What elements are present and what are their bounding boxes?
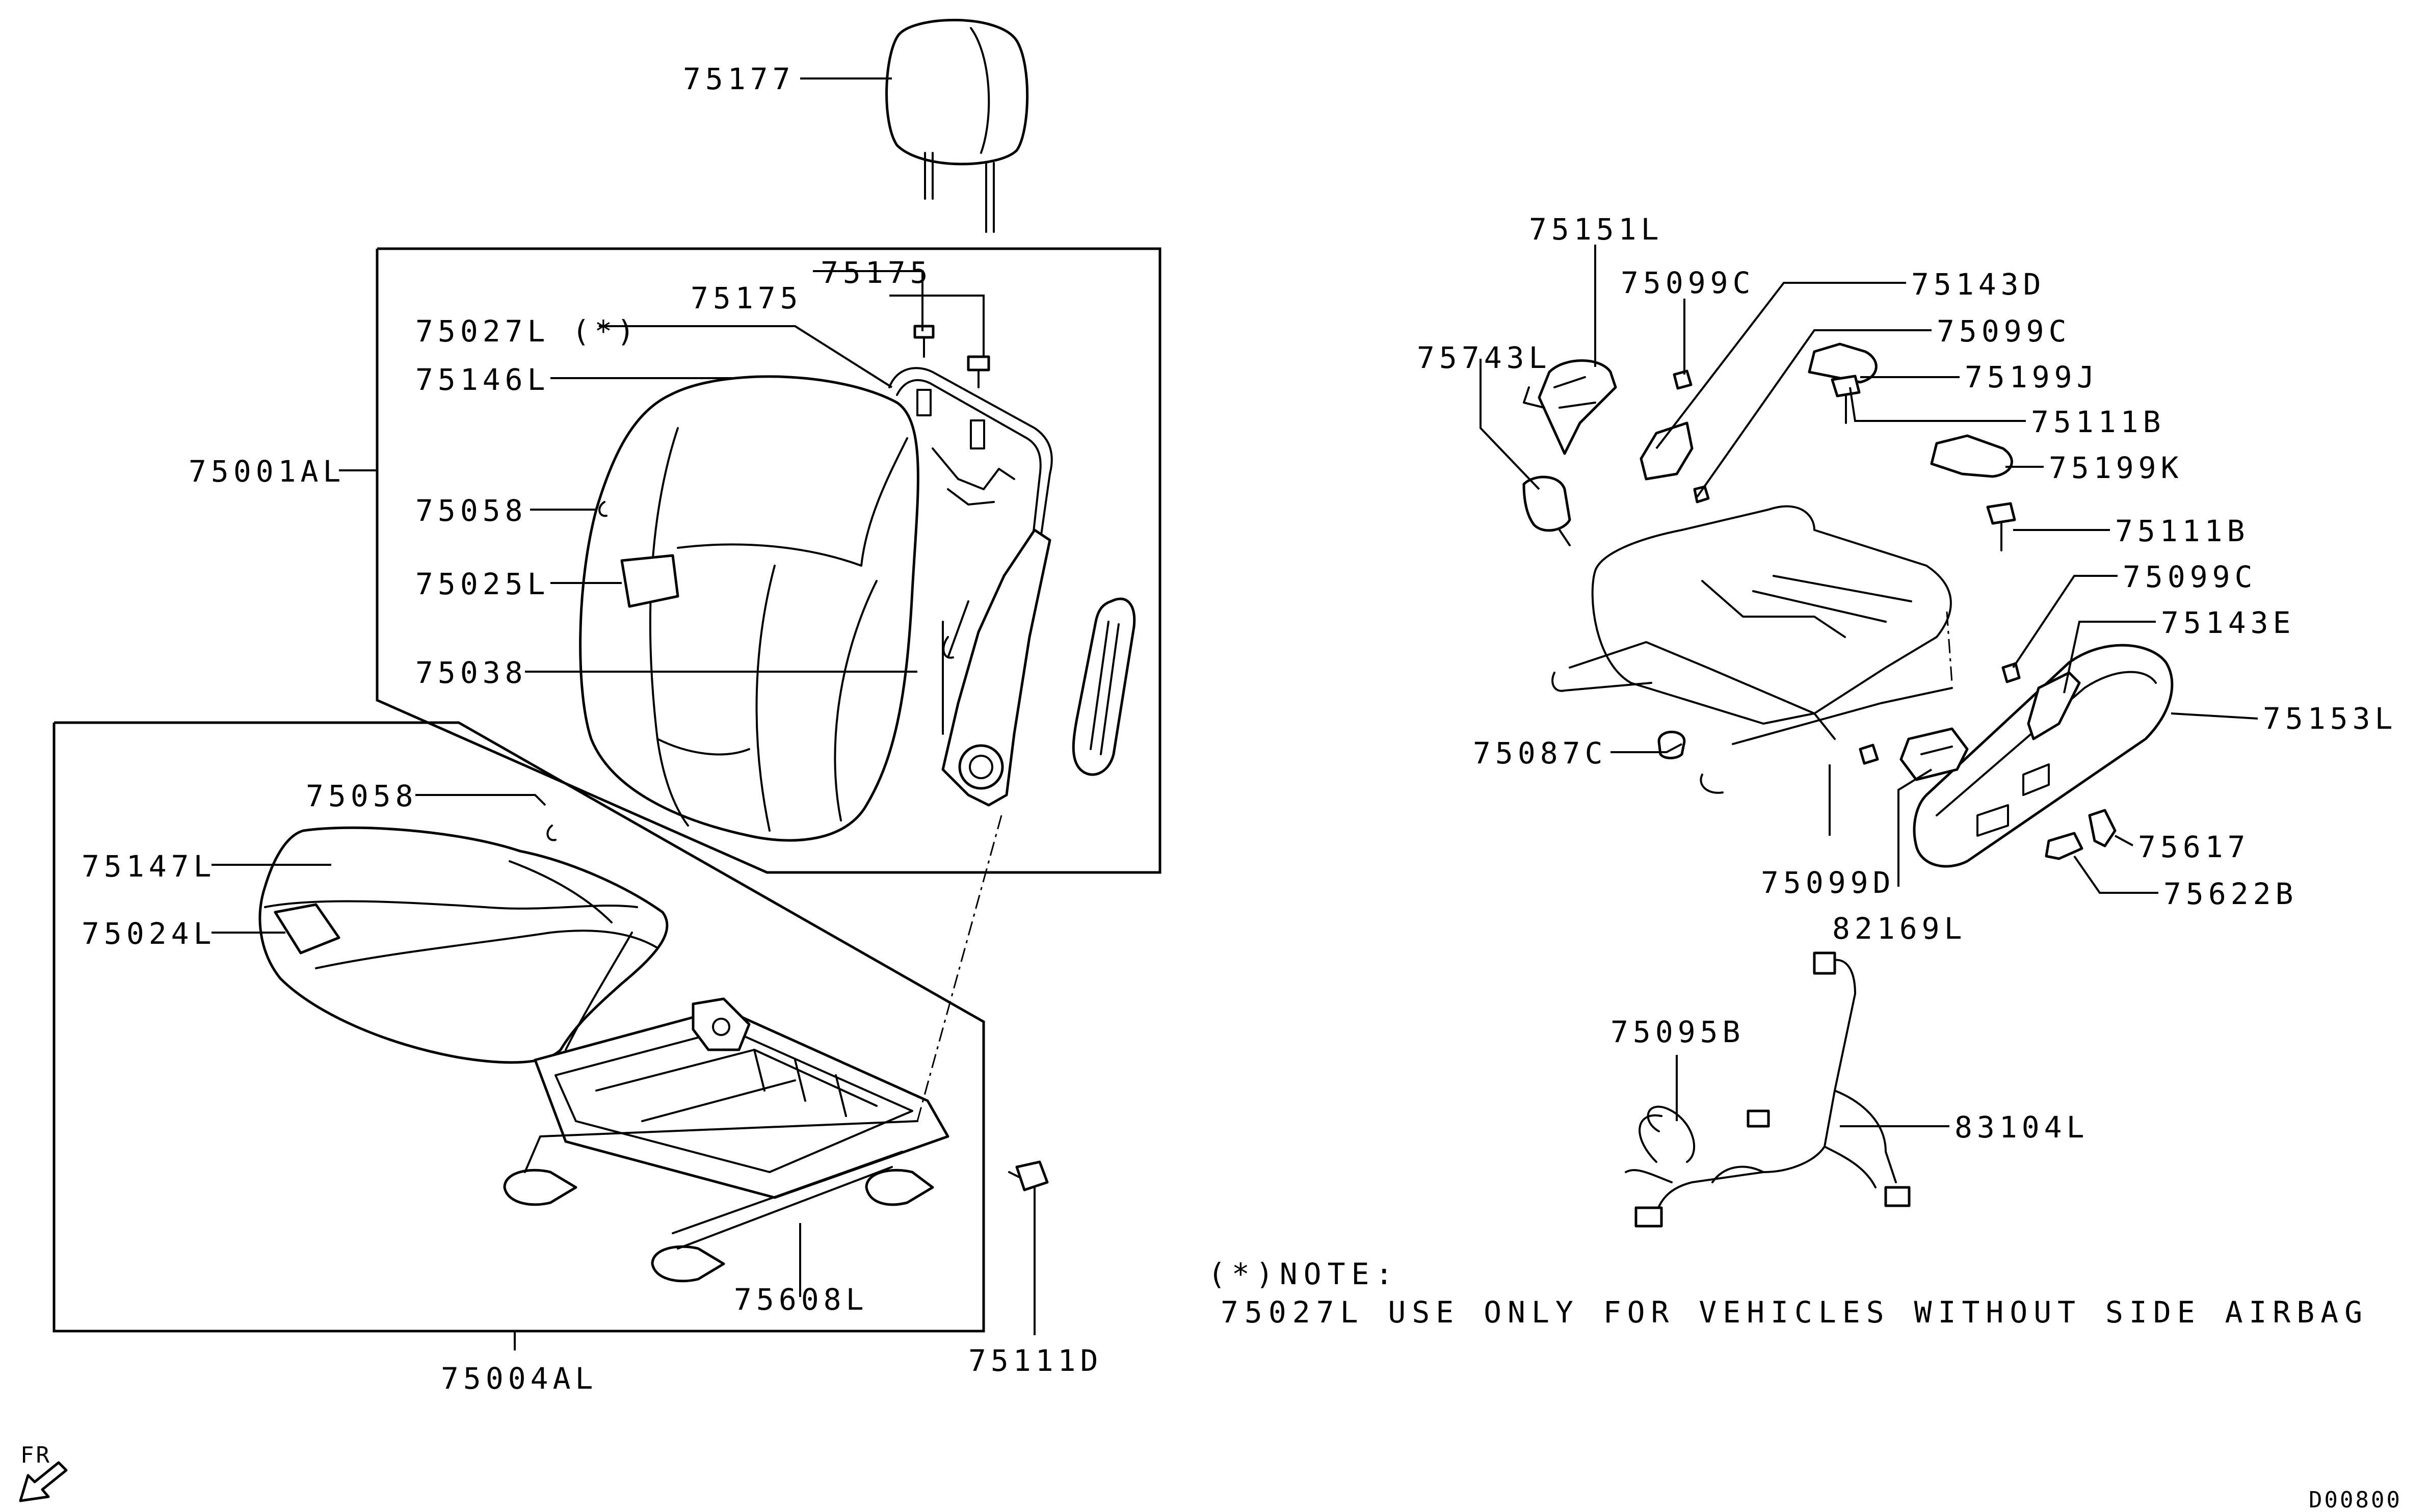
callout-75608L: 75608L: [734, 1282, 868, 1317]
knob-75617: [2088, 809, 2117, 847]
callout-75111B-a: 75111B: [2031, 405, 2165, 439]
drawing-code: D00800: [2309, 1487, 2402, 1512]
seat-adjuster-75608L: [503, 997, 949, 1283]
callout-75199K: 75199K: [2049, 450, 2183, 485]
note-heading: (*)NOTE:: [1208, 1257, 1399, 1291]
callout-75058-a: 75058: [415, 493, 527, 528]
connect-dashed-line: [916, 815, 1002, 1122]
heater-pad-75024L: [274, 903, 340, 954]
callout-75095B: 75095B: [1610, 1015, 1745, 1049]
cover-75143D: [1640, 421, 1694, 481]
side-shield-75153L: [1913, 644, 2174, 868]
seatback-group-box: [376, 247, 1161, 874]
callout-75111D: 75111D: [968, 1343, 1103, 1378]
headrest-75177: [885, 18, 1029, 233]
callout-75743L: 75743L: [1417, 340, 1551, 375]
callout-75111B-b: 75111B: [2115, 514, 2250, 548]
callout-75175-a: 75175: [821, 255, 933, 290]
seatback-side-panel: [1072, 597, 1136, 776]
callout-75038: 75038: [415, 655, 527, 690]
callout-75099C-a: 75099C: [1621, 266, 1755, 300]
callout-75099C-b: 75099C: [1937, 314, 2071, 349]
note-text: 75027L USE ONLY FOR VEHICLES WITHOUT SID…: [1221, 1295, 2368, 1330]
seatback-frame-75038: [888, 367, 1053, 807]
callout-75153L: 75153L: [2263, 701, 2397, 736]
screw-75099C: [1673, 369, 2021, 683]
fr-label: FR: [20, 1442, 51, 1468]
callout-82169L: 82169L: [1832, 911, 1967, 946]
seat-frame-right: [1551, 505, 1953, 794]
cover-75743L: [1522, 475, 1571, 546]
callout-75004AL: 75004AL: [441, 1361, 597, 1396]
callout-75622B: 75622B: [2163, 877, 2298, 911]
callout-75099C-c: 75099C: [2123, 560, 2257, 594]
callout-75143E: 75143E: [2161, 605, 2295, 640]
callout-75146L: 75146L: [415, 362, 550, 397]
cap-75199J: [1808, 342, 1878, 384]
screw-75099D: [1859, 744, 1879, 765]
heater-pad-75025L: [620, 554, 679, 608]
band-75095B: [1647, 1105, 1696, 1163]
leader-lines: [212, 77, 2258, 1350]
callout-83104L: 83104L: [1954, 1110, 2089, 1145]
callout-75058-b: 75058: [306, 779, 418, 813]
clip-75058: [598, 501, 608, 517]
bolt-75111D: [1008, 1160, 1049, 1191]
headrest-guide-75175: [913, 325, 990, 449]
callout-75099D: 75099D: [1761, 865, 1895, 900]
cushion-group-box: [52, 721, 985, 1333]
front-direction-arrow-icon: [19, 1461, 68, 1502]
callout-75177: 75177: [683, 62, 795, 96]
seatback-cover-75146L: [579, 375, 919, 842]
seat-cushion-75147L: [258, 826, 669, 1064]
bolt-75111B: [1831, 375, 2016, 551]
knob-75622B: [2045, 832, 2083, 860]
callout-75087C: 75087C: [1473, 736, 1607, 771]
callout-75025L: 75025L: [415, 567, 550, 601]
callout-75147L: 75147L: [82, 849, 216, 884]
wiring-harness-83104L: [1625, 951, 1911, 1228]
callout-75617: 75617: [2138, 830, 2250, 864]
callout-75001AL: 75001AL: [189, 454, 345, 489]
clip-75058-cushion: [546, 825, 557, 841]
switch-82169L: [1899, 727, 1969, 781]
callout-75143D: 75143D: [1911, 267, 2046, 302]
callout-75027L: 75027L (*): [415, 314, 639, 349]
callout-75151L: 75151L: [1529, 212, 1663, 247]
callout-75024L: 75024L: [82, 916, 216, 951]
callout-75175-b: 75175: [691, 281, 803, 315]
cap-75199K: [1930, 434, 2013, 478]
callout-75199J: 75199J: [1965, 360, 2099, 394]
